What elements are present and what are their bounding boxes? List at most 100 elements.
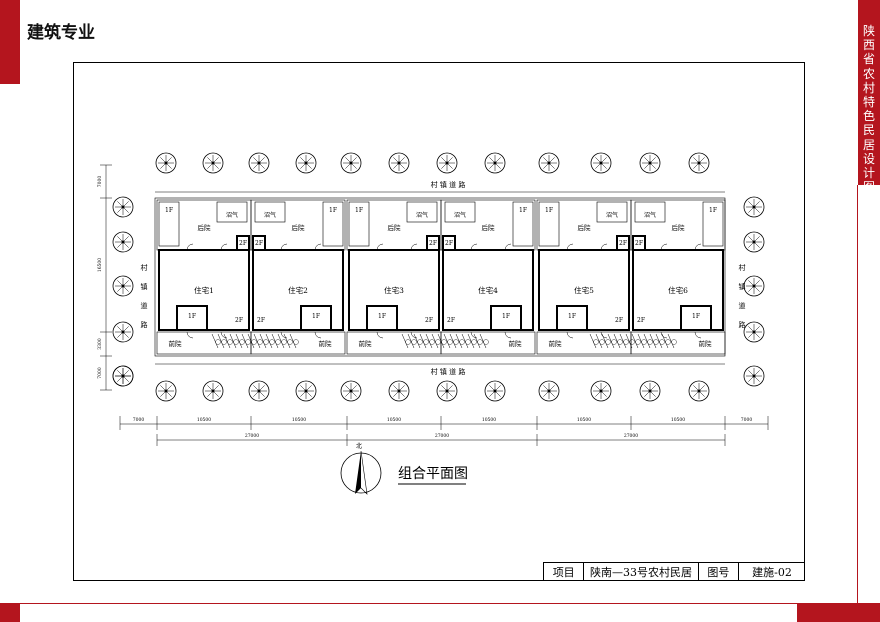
planting-hatch — [253, 333, 261, 349]
tree-symbol — [340, 380, 362, 402]
door-swing — [660, 331, 668, 339]
door-swing — [376, 331, 384, 339]
project-label: 项目 — [544, 563, 585, 581]
door-swing — [600, 243, 608, 251]
front-porch — [176, 305, 208, 331]
door-swing — [376, 243, 384, 251]
planting-shrub — [629, 339, 635, 345]
door-swing — [504, 243, 512, 251]
tree-canopy — [688, 152, 710, 174]
floor-label-1f: 1F — [709, 207, 717, 214]
tree-trunk — [752, 284, 756, 288]
storage-room — [348, 201, 370, 247]
planting-shrub — [477, 339, 483, 345]
tree-trunk — [257, 389, 261, 393]
tree-canopy — [538, 380, 560, 402]
tree-canopy — [248, 380, 270, 402]
floor-label-1f: 1F — [568, 313, 576, 320]
floor-label-2f: 2F — [239, 240, 247, 247]
tree-symbol — [112, 231, 134, 253]
tree-symbol — [743, 275, 765, 297]
planting-hatch — [419, 333, 427, 349]
planting-hatch — [283, 333, 291, 349]
planting-hatch — [265, 333, 273, 349]
backyard-label: 后院 — [198, 223, 212, 232]
corner-accent-top-left — [0, 0, 20, 84]
tree-trunk — [752, 330, 756, 334]
plan-caption: 组合平面图 — [398, 466, 468, 482]
planting-hatch — [425, 333, 433, 349]
tree-symbol — [484, 152, 506, 174]
tree-symbol — [112, 321, 134, 343]
door-swing — [186, 331, 194, 339]
door-swing — [314, 243, 322, 251]
planting-shrub — [405, 339, 411, 345]
tree-trunk — [648, 389, 652, 393]
house-wall — [632, 249, 724, 331]
tree-trunk — [648, 161, 652, 165]
tree-symbol — [743, 231, 765, 253]
tree-symbol — [295, 380, 317, 402]
dimension-value: 7000 — [133, 417, 145, 423]
planting-hatch — [443, 333, 451, 349]
planting-shrub — [599, 339, 605, 345]
planting-shrub — [623, 339, 629, 345]
floor-label-2f: 2F — [235, 317, 243, 324]
floor-label-2f: 2F — [429, 240, 437, 247]
road-label-left-char: 镇 — [141, 282, 148, 291]
floor-label-2f: 2F — [615, 317, 623, 324]
planting-shrub — [411, 339, 417, 345]
tree-trunk — [304, 389, 308, 393]
tree-trunk — [349, 161, 353, 165]
planting-shrub — [215, 339, 221, 345]
planting-hatch — [277, 333, 285, 349]
tree-trunk — [752, 205, 756, 209]
backyard-label: 后院 — [578, 223, 592, 232]
planting-shrub — [245, 339, 251, 345]
biogas-room — [634, 201, 666, 223]
door-swing — [220, 243, 228, 251]
front-porch — [300, 305, 332, 331]
tree-symbol — [340, 152, 362, 174]
tree-trunk — [547, 389, 551, 393]
tree-trunk — [257, 161, 261, 165]
planting-shrub — [221, 339, 227, 345]
door-swing — [566, 331, 574, 339]
stair-tower — [616, 235, 630, 251]
planting-shrub — [635, 339, 641, 345]
tree-symbol — [248, 152, 270, 174]
planting-hatch — [289, 333, 297, 349]
tree-symbol — [202, 152, 224, 174]
planting-shrub — [641, 339, 647, 345]
dimension-value: 16500 — [97, 258, 103, 272]
tree-canopy — [743, 196, 765, 218]
front-porch — [490, 305, 522, 331]
door-swing — [566, 243, 574, 251]
planting-hatch — [643, 333, 651, 349]
dimension-value: 3300 — [97, 338, 103, 350]
dimension-value: 10500 — [387, 417, 401, 423]
planting-shrub — [471, 339, 477, 345]
floor-label-2f: 2F — [257, 317, 265, 324]
tree-trunk — [599, 161, 603, 165]
frontyard-area — [630, 331, 726, 355]
dimension-value: 10500 — [671, 417, 685, 423]
floor-label-1f: 1F — [378, 313, 386, 320]
biogas-room — [444, 201, 476, 223]
tree-symbol — [639, 152, 661, 174]
planting-shrub — [665, 339, 671, 345]
tree-canopy — [112, 231, 134, 253]
tree-symbol — [688, 152, 710, 174]
tree-canopy — [202, 152, 224, 174]
floor-label-1f: 1F — [312, 313, 320, 320]
tree-trunk — [397, 389, 401, 393]
road-label-right-char: 道 — [739, 301, 746, 310]
north-arrow: 北 — [340, 442, 382, 495]
tree-column-left — [112, 196, 134, 387]
house-label: 住宅2 — [288, 285, 308, 295]
road-label-right-char: 村 — [739, 263, 746, 272]
dimension-value: 27000 — [435, 433, 449, 439]
door-swing — [410, 331, 418, 339]
